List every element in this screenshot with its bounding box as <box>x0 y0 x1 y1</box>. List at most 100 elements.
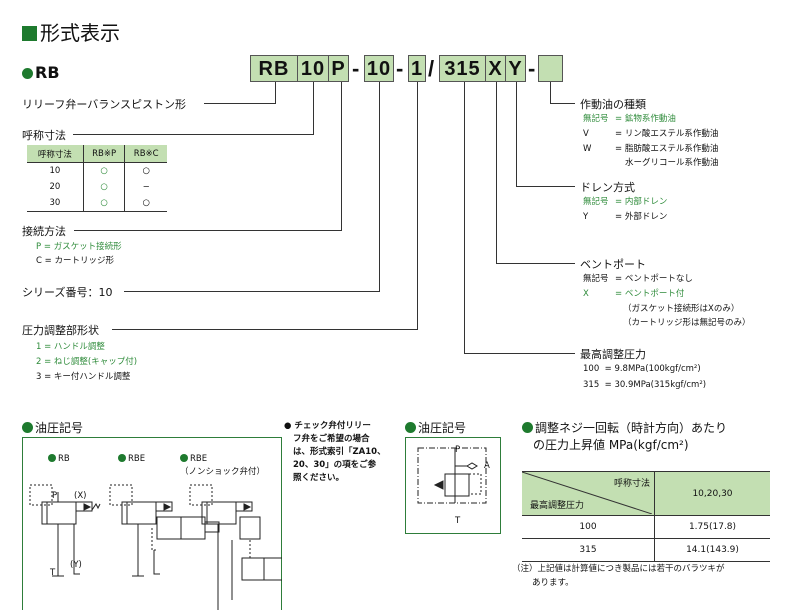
pressure-item: 315 = 30.9MPa(315kgf/cm²) <box>583 380 707 390</box>
pressure-item: 100 = 9.8MPa(100kgf/cm²) <box>583 364 701 374</box>
v: = 内部ドレン <box>615 197 668 207</box>
k: X <box>583 289 589 299</box>
rbe-symbol <box>109 484 220 577</box>
adjust-item: 3 = キー付ハンドル調整 <box>36 372 131 382</box>
symbols-heading: 油圧記号 <box>22 419 83 436</box>
v: = リン酸エステル系作動油 <box>615 129 719 139</box>
code-series: 10 <box>364 55 394 82</box>
col-header: 呼称寸法 <box>613 479 650 489</box>
code-fluid <box>538 55 563 82</box>
rise-note: （注）上記値は計算値につき製品には若干のバラツキが <box>512 564 725 574</box>
note-line: 照ください。 <box>293 473 345 483</box>
rbe2-sub: （ノンショック弁付） <box>180 467 266 477</box>
rbe-label: RBE <box>128 454 146 464</box>
port-p: P <box>52 491 58 501</box>
th: RB※P <box>83 145 126 163</box>
rbe2-symbol <box>189 484 282 610</box>
v: = ベントポートなし <box>615 274 693 284</box>
table-row: 20○ − <box>27 179 167 195</box>
type-label: リリーフ弁ーバランスピストン形 <box>22 98 187 111</box>
rise-heading-2: の圧力上昇値 MPa(kgf/cm²) <box>533 438 689 452</box>
connection-item: C = カートリッジ形 <box>36 256 114 266</box>
diag-header: 呼称寸法 最高調整圧力 <box>522 471 655 516</box>
td: 14.1(143.9) <box>654 538 770 562</box>
model-heading: RB <box>22 63 60 82</box>
title-text: 形式表示 <box>40 21 120 45</box>
code-sep: - <box>352 56 360 81</box>
series-label: シリーズ番号：10 <box>22 286 113 299</box>
code-connection: P <box>328 55 349 82</box>
k: V <box>583 129 589 139</box>
note-line: チェック弁付リリー <box>294 421 371 431</box>
adjust-label: 圧力調整部形状 <box>22 324 99 337</box>
v: = ベントポート付 <box>615 289 685 299</box>
td: − <box>142 182 150 192</box>
td: ○ <box>142 166 150 176</box>
v: = 外部ドレン <box>615 212 668 222</box>
port-p: P <box>455 445 461 455</box>
bullet-icon <box>48 454 56 462</box>
code-pressure: 315 <box>439 55 486 82</box>
sizes-header: 10,20,30 <box>654 471 770 516</box>
code-drain: Y <box>505 55 526 82</box>
v: = 脂肪酸エステル系作動油 <box>615 144 719 154</box>
model-text: RB <box>35 63 60 82</box>
row-header: 最高調整圧力 <box>530 501 585 511</box>
note-line: フ弁をご希望の場合 <box>293 434 370 444</box>
bullet-icon <box>22 422 33 433</box>
hydraulic-symbol-diagrams <box>29 484 282 610</box>
v: 水ーグリコール系作動油 <box>625 158 719 168</box>
code-size: 10 <box>297 55 329 82</box>
td: 30 <box>27 195 84 212</box>
k: W <box>583 144 592 154</box>
td: ○ <box>83 162 126 179</box>
rb-symbol <box>29 484 101 577</box>
page-title: 形式表示 <box>22 17 120 46</box>
td: ○ <box>83 195 126 212</box>
td: ○ <box>83 179 126 195</box>
code-rb: RB <box>250 55 298 82</box>
size-label: 呼称寸法 <box>22 129 66 142</box>
k: 無記号 <box>583 114 609 124</box>
fluid-label: 作動油の種類 <box>580 98 646 111</box>
port-t: T <box>50 568 56 578</box>
table-row: 10○○ <box>27 162 167 179</box>
td: 10 <box>27 162 84 179</box>
td: 20 <box>27 179 84 195</box>
heading-text: 油圧記号 <box>418 421 467 435</box>
rb-label: RB <box>58 454 70 464</box>
v: （カートリッジ形は無記号のみ） <box>623 318 751 328</box>
rbe2-label: RBE <box>190 454 208 464</box>
td: ○ <box>124 195 167 212</box>
rise-note: あります。 <box>532 578 574 588</box>
connection-item: P = ガスケット接続形 <box>36 242 122 252</box>
port-y: (Y) <box>70 560 82 570</box>
bullet-icon <box>22 68 33 79</box>
note-line: 20、30」の項をご参 <box>293 460 377 470</box>
adjust-item: 2 = ねじ調整(キャップ付) <box>36 357 138 367</box>
drain-label: ドレン方式 <box>580 181 635 194</box>
code-slash: / <box>428 56 435 81</box>
td: 100 <box>522 515 655 539</box>
note-line: は、形式索引「ZA10、 <box>293 447 386 457</box>
v: = 鉱物系作動油 <box>615 114 676 124</box>
heading-text: 調整ネジ一回転（時計方向）あたり <box>535 421 728 435</box>
check-valve-note: ● チェック弁付リリー フ弁をご希望の場合 は、形式索引「ZA10、 20、30… <box>284 421 386 483</box>
check-symbol-box <box>405 437 501 534</box>
bullet-icon <box>180 454 188 462</box>
code-sep: - <box>396 56 404 81</box>
check-relief-symbol <box>417 447 487 504</box>
k: 無記号 <box>583 274 609 284</box>
bullet-icon <box>522 422 533 433</box>
port-x: (X) <box>74 491 87 501</box>
th: 呼称寸法 <box>27 145 84 163</box>
code-vent: X <box>485 55 506 82</box>
code-sep: - <box>528 56 536 81</box>
heading-text: 油圧記号 <box>35 421 84 435</box>
symbols-heading-2: 油圧記号 <box>405 419 466 436</box>
connection-label: 接続方法 <box>22 225 66 238</box>
pressure-label: 最高調整圧力 <box>580 348 646 361</box>
symbols-box <box>22 437 282 610</box>
